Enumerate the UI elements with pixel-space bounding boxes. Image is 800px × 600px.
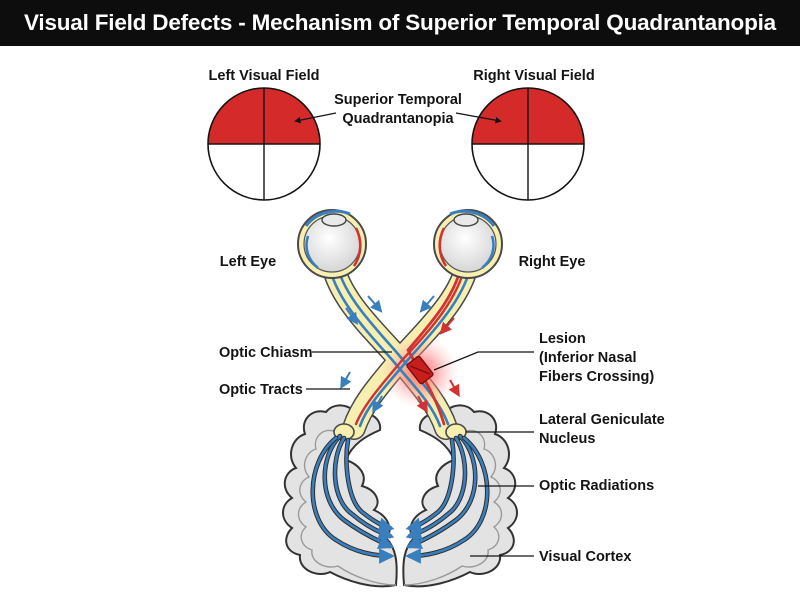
lgn-label-line1: Lateral Geniculate bbox=[539, 412, 665, 428]
lesion-label-line2: (Inferior Nasal bbox=[539, 350, 637, 366]
left-visual-field bbox=[207, 87, 321, 201]
lesion-marker bbox=[406, 355, 434, 385]
right-visual-field-label: Right Visual Field bbox=[473, 68, 594, 84]
right-eye bbox=[433, 209, 503, 279]
left-visual-field-label: Left Visual Field bbox=[209, 68, 320, 84]
right-field-superior-nasal-quadrant bbox=[472, 88, 528, 144]
nerve-fibers bbox=[326, 260, 474, 428]
defect-leader-right bbox=[455, 112, 502, 124]
page-title: Visual Field Defects - Mechanism of Supe… bbox=[24, 10, 776, 35]
lesion-leader bbox=[433, 351, 534, 371]
title-bar: Visual Field Defects - Mechanism of Supe… bbox=[0, 0, 800, 46]
flow-arrows bbox=[340, 295, 460, 414]
optic-radiations-fibers bbox=[310, 433, 490, 564]
optic-radiations-label: Optic Radiations bbox=[539, 478, 654, 494]
left-eye bbox=[297, 209, 367, 279]
optic-tracts-label: Optic Tracts bbox=[219, 382, 303, 398]
optic-chiasm-label: Optic Chiasm bbox=[219, 345, 312, 361]
lesion-label-line3: Fibers Crossing) bbox=[539, 369, 654, 385]
left-field-superior-temporal-quadrant bbox=[208, 88, 264, 144]
left-eye-label: Left Eye bbox=[220, 254, 276, 270]
left-field-superior-nasal-quadrant bbox=[264, 88, 320, 144]
right-eye-label: Right Eye bbox=[519, 254, 586, 270]
defect-label-line2: Quadrantanopia bbox=[342, 111, 454, 127]
right-field-superior-temporal-quadrant bbox=[528, 88, 584, 144]
defect-leader-left bbox=[294, 112, 337, 124]
visual-cortex-label: Visual Cortex bbox=[539, 549, 631, 565]
lgn-label-line2: Nucleus bbox=[539, 431, 595, 447]
right-visual-field bbox=[471, 87, 585, 201]
lesion-label-line1: Lesion bbox=[539, 331, 586, 347]
defect-label-line1: Superior Temporal bbox=[334, 92, 462, 108]
